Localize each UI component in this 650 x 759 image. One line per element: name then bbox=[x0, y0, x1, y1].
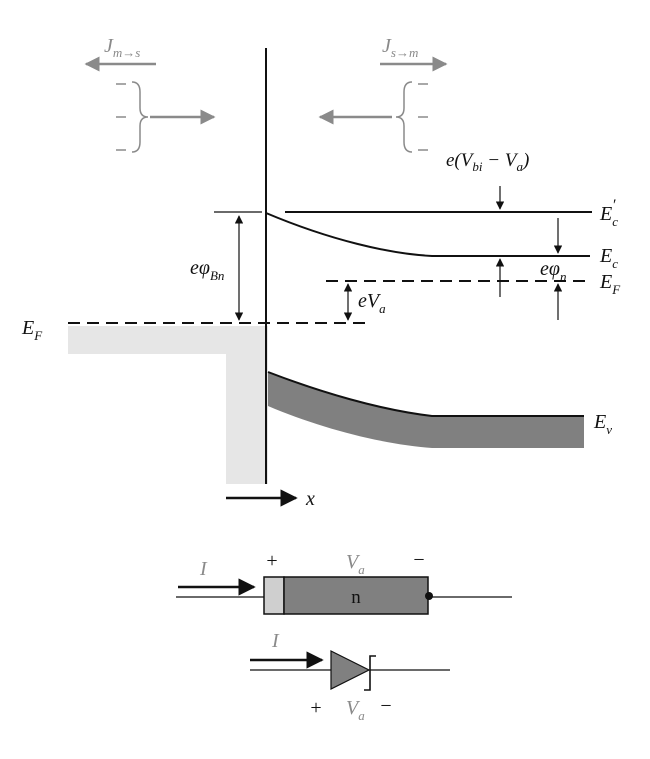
e-phi-n-label: eφn bbox=[540, 258, 566, 284]
x-axis-label: x bbox=[305, 488, 315, 510]
diode-triangle bbox=[330, 650, 371, 690]
e-va-label: eVa bbox=[358, 290, 386, 316]
device-minus-label: − bbox=[413, 549, 424, 571]
device-metal-contact bbox=[263, 576, 285, 615]
ec-prime-label: Ec′ bbox=[599, 197, 618, 229]
right-electron-group bbox=[395, 81, 428, 153]
ev-band-edge bbox=[267, 371, 584, 417]
ec-label: Ec bbox=[599, 245, 618, 271]
device-va-label: Va bbox=[346, 551, 365, 577]
device-ohmic-contact bbox=[425, 592, 433, 600]
device-n-region bbox=[283, 576, 429, 615]
j-s-m-label: Js→m bbox=[382, 35, 418, 60]
valence-band-region bbox=[268, 372, 584, 448]
e-vbi-va-label: e(Vbi − Va) bbox=[446, 150, 529, 174]
ec-band-edge bbox=[265, 212, 590, 257]
j-m-s-label: Jm→s bbox=[104, 35, 140, 60]
device-current-label: I bbox=[199, 558, 208, 580]
metal-region bbox=[68, 326, 268, 484]
left-electron-group bbox=[116, 81, 149, 153]
diode-va-label: Va bbox=[346, 697, 365, 723]
device-n-label: n bbox=[351, 587, 361, 608]
diode-plus-label: + bbox=[310, 697, 321, 719]
ef-right-label: EF bbox=[599, 271, 621, 297]
device-plus-label: + bbox=[266, 550, 277, 572]
diode-current-label: I bbox=[271, 630, 280, 652]
diode-minus-label: − bbox=[380, 695, 391, 717]
ev-label: Ev bbox=[593, 411, 612, 437]
ef-left-label: EF bbox=[21, 317, 43, 343]
e-phi-bn-label: eφBn bbox=[190, 257, 224, 283]
diode-schottky-bar bbox=[364, 655, 376, 691]
